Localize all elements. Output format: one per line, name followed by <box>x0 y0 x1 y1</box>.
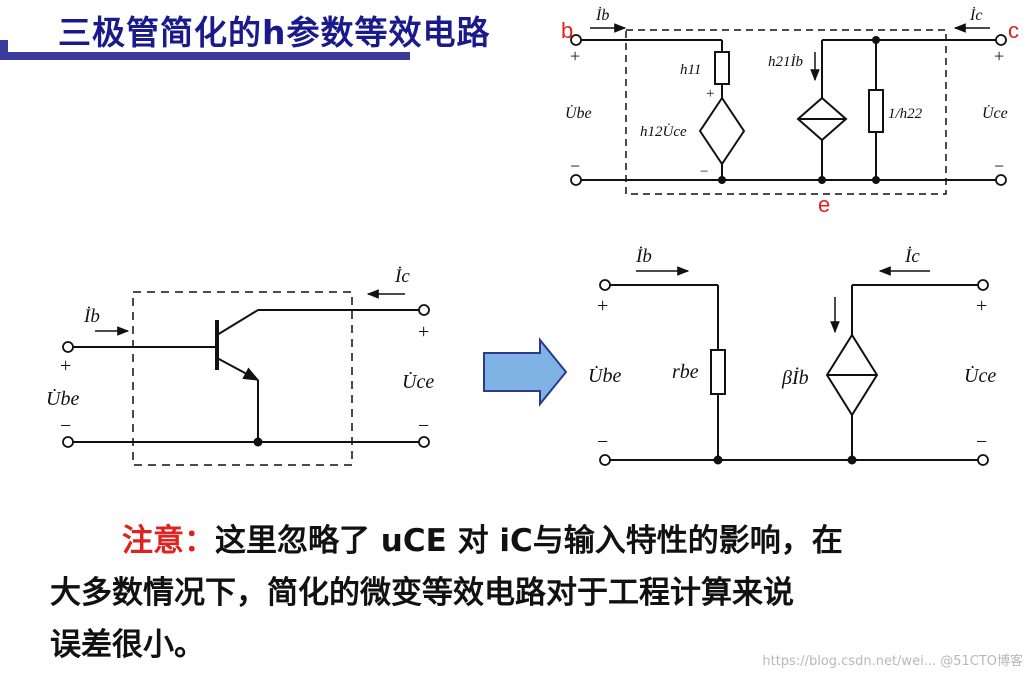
top-uce-label: U̇ce <box>982 105 1008 122</box>
rbe-label: rbe <box>672 361 699 383</box>
top-terminal-e-right <box>995 174 1007 186</box>
note-text: 注意：这里忽略了 uCE 对 iC与输入特性的影响，在 大多数情况下，简化的微变… <box>50 515 990 671</box>
h22-resistor <box>868 89 884 133</box>
right-simplified-circuit <box>610 266 978 461</box>
right-terminal-b <box>599 279 611 291</box>
right-terminal-e-left <box>599 454 611 466</box>
right-minus-left: − <box>597 431 608 453</box>
h22-label: 1/h22 <box>888 106 923 122</box>
label-b: b <box>561 18 573 43</box>
right-uce-label: U̇ce <box>964 364 996 387</box>
left-terminal-b <box>62 341 74 353</box>
left-ib-label: İb <box>83 306 100 327</box>
left-plus-right: + <box>418 321 429 343</box>
watermark: https://blog.csdn.net/wei... @51CTO博客 <box>762 654 1023 669</box>
h11-resistor <box>714 51 730 85</box>
right-plus-left: + <box>597 295 608 317</box>
title-underline <box>0 52 410 60</box>
right-terminal-c <box>977 279 989 291</box>
right-minus-right: − <box>976 431 987 453</box>
src-plus: + <box>706 86 714 102</box>
note-line-3: 误差很小。 <box>50 627 205 663</box>
h12-voltage-source <box>698 96 746 166</box>
note-line-1-text: 这里忽略了 uCE 对 iC与输入特性的影响，在 <box>215 523 843 559</box>
top-h-parameter-circuit <box>580 23 998 195</box>
top-plus-left: + <box>570 46 580 66</box>
left-ube-label: U̇be <box>46 387 79 410</box>
right-ib-label: İb <box>635 246 652 267</box>
h11-label: h11 <box>680 62 701 78</box>
left-minus-right: − <box>418 415 429 437</box>
beta-ib-label: βİb <box>781 366 809 389</box>
h21-label: h21İb <box>768 54 803 70</box>
note-lead: 注意： <box>122 523 215 559</box>
right-terminal-e-right <box>977 454 989 466</box>
transform-arrow-icon <box>483 337 568 407</box>
top-ib-label: İb <box>595 6 609 24</box>
h12-label: h12U̇ce <box>640 124 687 140</box>
label-c: c <box>1008 18 1019 43</box>
top-terminal-b <box>570 34 582 46</box>
label-e: e <box>818 192 830 217</box>
top-ube-label: U̇be <box>565 105 592 122</box>
title-accent-bar <box>0 40 8 60</box>
top-minus-right: − <box>994 156 1004 176</box>
rbe-resistor <box>710 349 726 395</box>
note-line-2: 大多数情况下，简化的微变等效电路对于工程计算来说 <box>50 575 794 611</box>
top-dashed-box <box>625 29 947 195</box>
slide-title: 三极管简化的h参数等效电路 <box>58 13 491 52</box>
src-minus: − <box>700 164 708 180</box>
top-minus-left: − <box>570 156 580 176</box>
left-transistor-circuit <box>72 289 420 466</box>
left-terminal-e-right <box>418 436 430 448</box>
top-ic-label: İc <box>969 6 982 24</box>
top-terminal-c <box>995 34 1007 46</box>
left-uce-label: U̇ce <box>402 370 434 393</box>
left-ic-label: İc <box>394 266 410 287</box>
top-plus-right: + <box>994 46 1004 66</box>
left-terminal-c <box>418 304 430 316</box>
left-minus-left: − <box>60 415 71 437</box>
top-terminal-e-left <box>570 174 582 186</box>
note-line-1: 注意：这里忽略了 uCE 对 iC与输入特性的影响，在 <box>50 515 990 567</box>
right-plus-right: + <box>976 295 987 317</box>
left-plus-left: + <box>60 355 71 377</box>
left-terminal-e-left <box>62 436 74 448</box>
left-dashed-box <box>132 291 353 466</box>
right-ic-label: İc <box>904 246 920 267</box>
right-ube-label: U̇be <box>588 364 621 387</box>
